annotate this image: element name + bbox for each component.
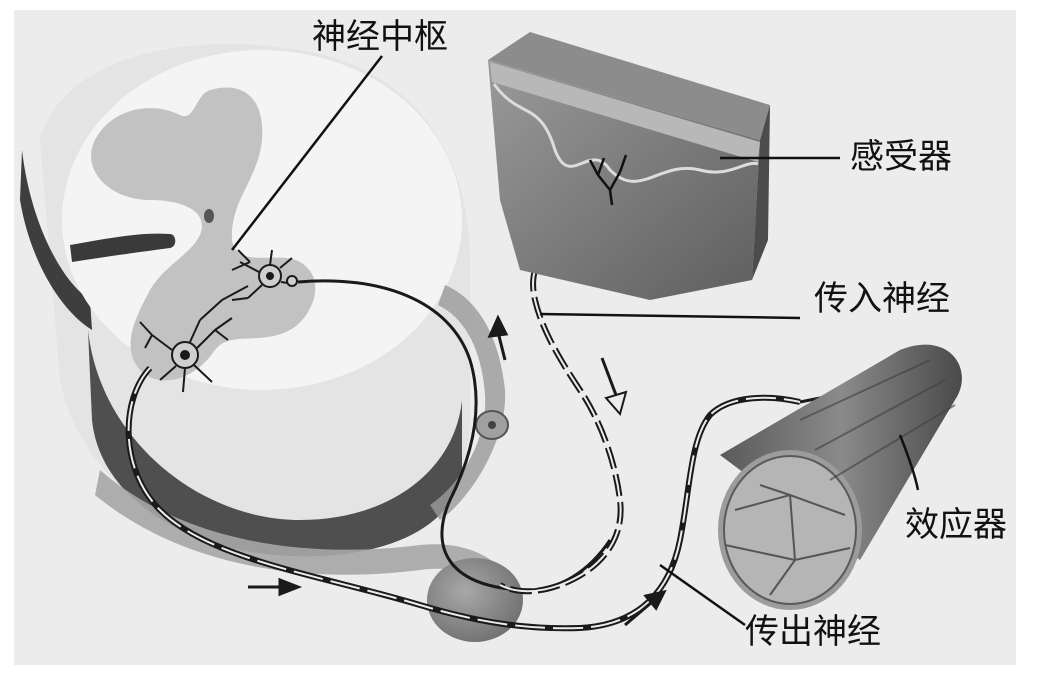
dorsal-root-ganglion [427, 558, 523, 642]
label-efferent: 传出神经 [745, 615, 881, 649]
label-afferent: 传入神经 [814, 282, 950, 316]
label-receptor: 感受器 [850, 140, 952, 174]
label-effector: 效应器 [905, 508, 1007, 542]
label-center: 神经中枢 [312, 20, 448, 54]
